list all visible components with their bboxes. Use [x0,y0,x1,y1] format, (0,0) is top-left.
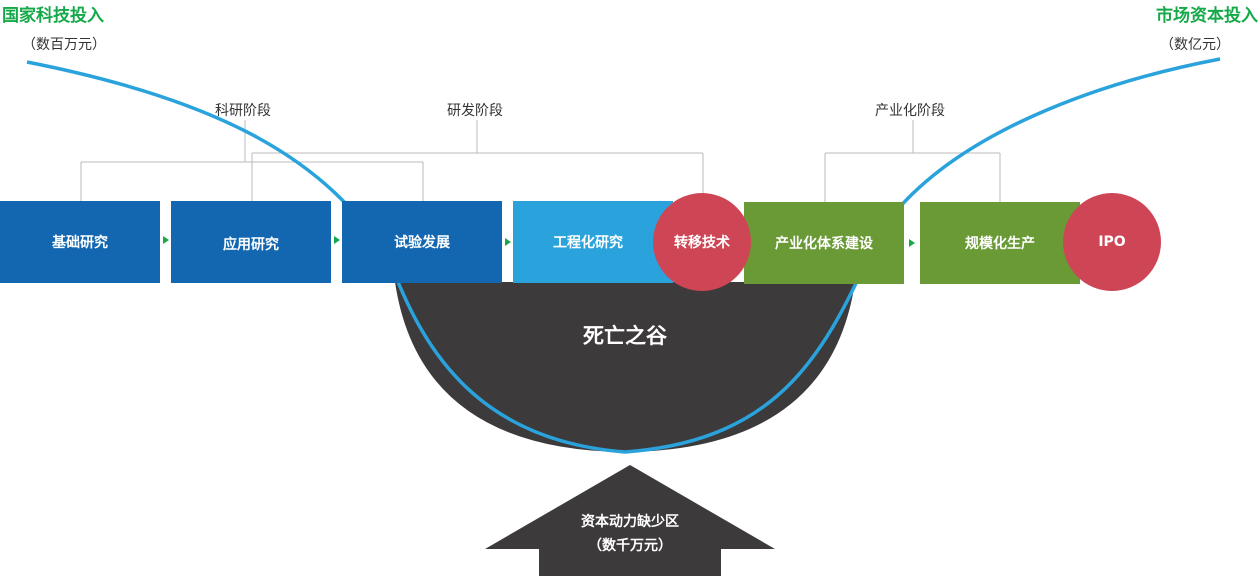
capital-gap-line1: 资本动力缺少区 [581,514,679,530]
capital-gap-label: 资本动力缺少区 （数千万元） [550,510,710,558]
phase-industrialization-label: 产业化阶段 [875,103,945,119]
stage-mass-production: 规模化生产 [920,202,1080,284]
milestone-ipo: IPO [1063,193,1161,291]
right-axis-unit: （数亿元） [1160,37,1230,53]
phase-development-label: 研发阶段 [447,103,503,119]
bracket-development [251,120,704,202]
bracket-industrialization [824,120,1001,202]
stage-basic-research: 基础研究 [0,201,160,283]
stage-applied-research: 应用研究 [171,201,331,283]
stage-label: 工程化研究 [553,235,623,251]
death-valley-label: 死亡之谷 [583,324,667,348]
stage-label: 应用研究 [223,237,279,253]
step-arrow-4 [909,239,915,247]
stage-experimental-development: 试验发展 [342,201,502,283]
right-axis-title: 市场资本投入 [1156,6,1258,26]
capital-gap-arrow [485,465,775,576]
death-valley-shape [395,282,855,452]
stage-industrial-system: 产业化体系建设 [744,202,904,284]
stage-label: 规模化生产 [965,236,1035,252]
stage-label: 基础研究 [52,235,108,251]
stage-label: 产业化体系建设 [775,236,873,252]
step-arrow-2 [334,236,340,244]
phase-research-label: 科研阶段 [215,103,271,119]
left-axis-unit: （数百万元） [22,37,106,53]
milestone-technology-transfer: 转移技术 [653,193,751,291]
step-arrow-3 [505,238,511,246]
milestone-label: IPO [1098,234,1126,250]
capital-gap-line2: （数千万元） [588,538,672,554]
investment-curve [26,57,1221,454]
step-arrows [163,236,915,247]
stage-engineering-research: 工程化研究 [513,201,673,283]
step-arrow-1 [163,236,169,244]
left-axis-title: 国家科技投入 [2,6,104,26]
stage-label: 试验发展 [394,235,450,251]
milestone-label: 转移技术 [674,235,730,251]
